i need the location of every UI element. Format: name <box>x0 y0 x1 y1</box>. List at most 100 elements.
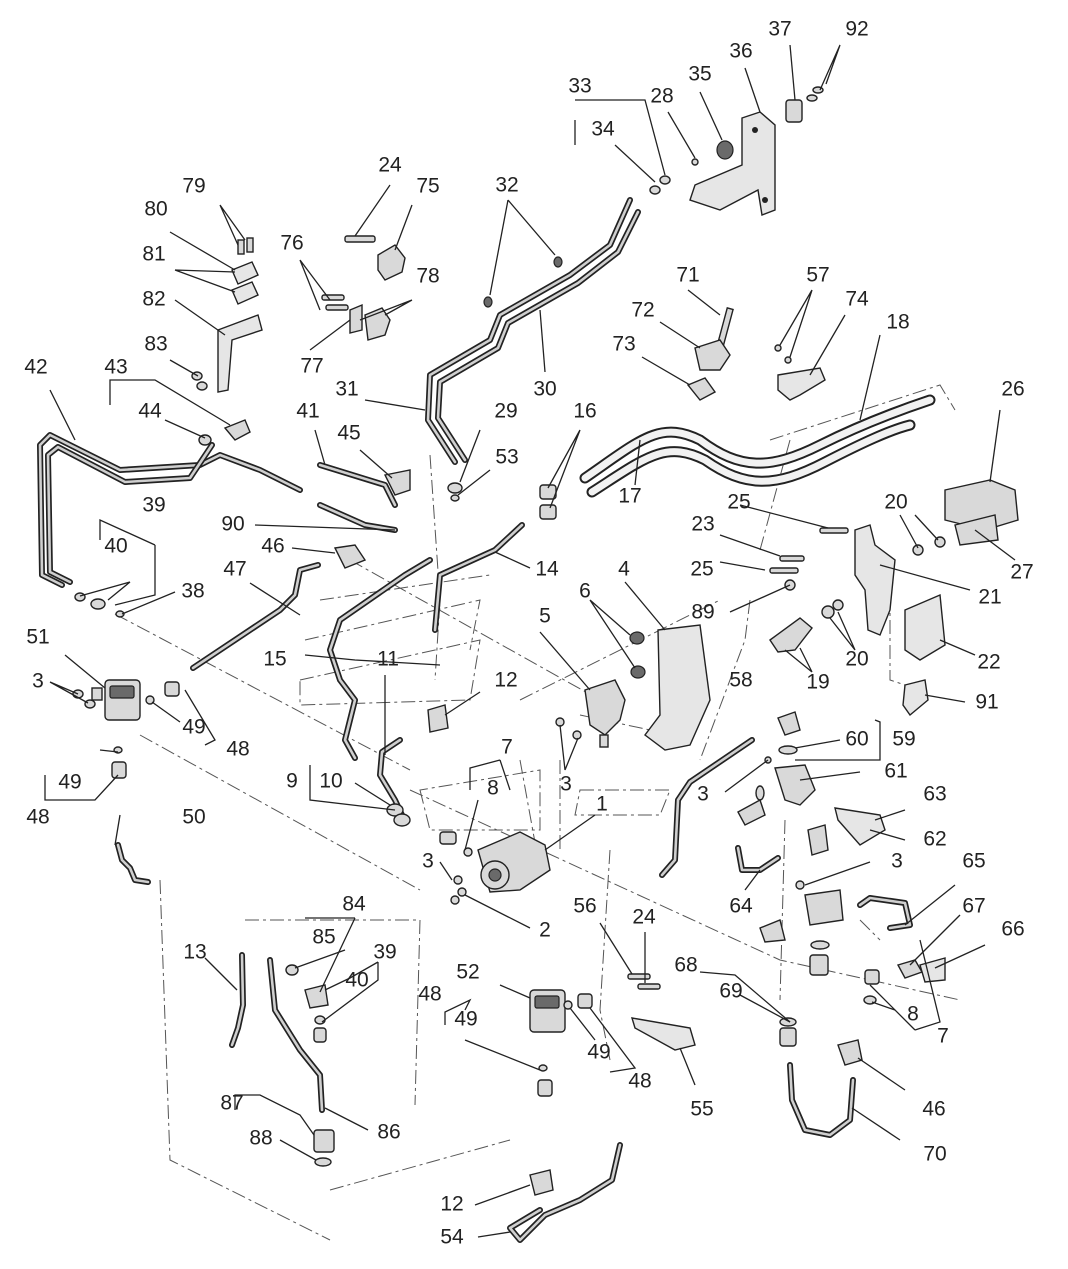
callout-72: 72 <box>631 299 654 322</box>
callout-6: 6 <box>579 580 591 603</box>
callout-13: 13 <box>183 941 206 964</box>
callout-61: 61 <box>884 760 907 783</box>
callout-70: 70 <box>923 1143 946 1166</box>
callout-38: 38 <box>181 580 204 603</box>
callout-64: 64 <box>729 895 753 918</box>
callout-24: 24 <box>632 906 656 929</box>
callout-labels: 1 2 3 3 3 3 3 4 5 6 7 7 8 8 9 10 11 12 1… <box>24 18 1033 1249</box>
callout-49: 49 <box>454 1008 477 1031</box>
callout-40: 40 <box>104 535 127 558</box>
callout-8: 8 <box>907 1003 919 1026</box>
callout-40: 40 <box>345 969 368 992</box>
callout-3: 3 <box>697 783 709 806</box>
callout-24: 24 <box>378 154 402 177</box>
callout-60: 60 <box>845 728 868 751</box>
callout-76: 76 <box>280 232 303 255</box>
callout-42: 42 <box>24 356 47 379</box>
callout-63: 63 <box>923 783 946 806</box>
callout-22: 22 <box>977 651 1000 674</box>
callout-62: 62 <box>923 828 946 851</box>
callout-91: 91 <box>975 691 998 714</box>
callout-28: 28 <box>650 85 673 108</box>
callout-59: 59 <box>892 728 915 751</box>
callout-43: 43 <box>104 356 127 379</box>
leader-lines <box>44 44 1016 1238</box>
callout-79: 79 <box>182 175 205 198</box>
callout-55: 55 <box>690 1098 713 1121</box>
callout-54: 54 <box>440 1226 464 1249</box>
callout-68: 68 <box>674 954 697 977</box>
callout-31: 31 <box>335 378 358 401</box>
callout-49: 49 <box>587 1041 610 1064</box>
callout-17: 17 <box>618 485 641 508</box>
callout-34: 34 <box>591 118 615 141</box>
callout-33: 33 <box>568 75 591 98</box>
callout-27: 27 <box>1010 561 1033 584</box>
callout-49: 49 <box>58 771 81 794</box>
callout-49: 49 <box>182 716 205 739</box>
callout-58: 58 <box>729 669 752 692</box>
pipes <box>37 197 913 1243</box>
callout-53: 53 <box>495 446 518 469</box>
hoses <box>579 394 936 498</box>
callout-2: 2 <box>539 919 551 942</box>
callout-39: 39 <box>373 941 396 964</box>
callout-56: 56 <box>573 895 596 918</box>
callout-44: 44 <box>138 400 162 423</box>
callout-73: 73 <box>612 333 635 356</box>
callout-7: 7 <box>937 1025 949 1048</box>
callout-3: 3 <box>32 670 44 693</box>
callout-92: 92 <box>845 18 868 41</box>
callout-18: 18 <box>886 311 909 334</box>
callout-81: 81 <box>142 243 165 266</box>
callout-14: 14 <box>535 558 559 581</box>
callout-80: 80 <box>144 198 167 221</box>
callout-3: 3 <box>422 850 434 873</box>
callout-15: 15 <box>263 648 286 671</box>
callout-20: 20 <box>845 648 868 671</box>
callout-12: 12 <box>494 669 517 692</box>
callout-25: 25 <box>727 491 750 514</box>
callout-75: 75 <box>416 175 439 198</box>
callout-35: 35 <box>688 63 711 86</box>
callout-26: 26 <box>1001 378 1024 401</box>
callout-48: 48 <box>26 806 49 829</box>
callout-32: 32 <box>495 174 518 197</box>
callout-88: 88 <box>249 1127 272 1150</box>
callout-86: 86 <box>377 1121 400 1144</box>
callout-69: 69 <box>719 980 742 1003</box>
callout-19: 19 <box>806 671 829 694</box>
callout-87: 87 <box>220 1092 243 1115</box>
callout-82: 82 <box>142 288 165 311</box>
callout-90: 90 <box>221 513 244 536</box>
components <box>72 86 1019 1196</box>
callout-36: 36 <box>729 40 752 63</box>
callout-52: 52 <box>456 961 479 984</box>
callout-37: 37 <box>768 18 791 41</box>
callout-29: 29 <box>494 400 517 423</box>
callout-48: 48 <box>418 983 441 1006</box>
callout-41: 41 <box>296 400 319 423</box>
callout-9: 9 <box>286 770 298 793</box>
callout-71: 71 <box>676 264 699 287</box>
callout-66: 66 <box>1001 918 1024 941</box>
callout-39: 39 <box>142 494 165 517</box>
callout-74: 74 <box>845 288 869 311</box>
callout-12: 12 <box>440 1193 463 1216</box>
callout-46: 46 <box>922 1098 945 1121</box>
callout-23: 23 <box>691 513 714 536</box>
callout-30: 30 <box>533 378 556 401</box>
callout-78: 78 <box>416 265 439 288</box>
callout-57: 57 <box>806 264 829 287</box>
callout-85: 85 <box>312 926 335 949</box>
callout-51: 51 <box>26 626 49 649</box>
callout-21: 21 <box>978 586 1001 609</box>
callout-84: 84 <box>342 893 366 916</box>
callout-10: 10 <box>319 770 342 793</box>
callout-83: 83 <box>144 333 167 356</box>
callout-77: 77 <box>300 355 323 378</box>
callout-7: 7 <box>501 736 513 759</box>
callout-67: 67 <box>962 895 985 918</box>
